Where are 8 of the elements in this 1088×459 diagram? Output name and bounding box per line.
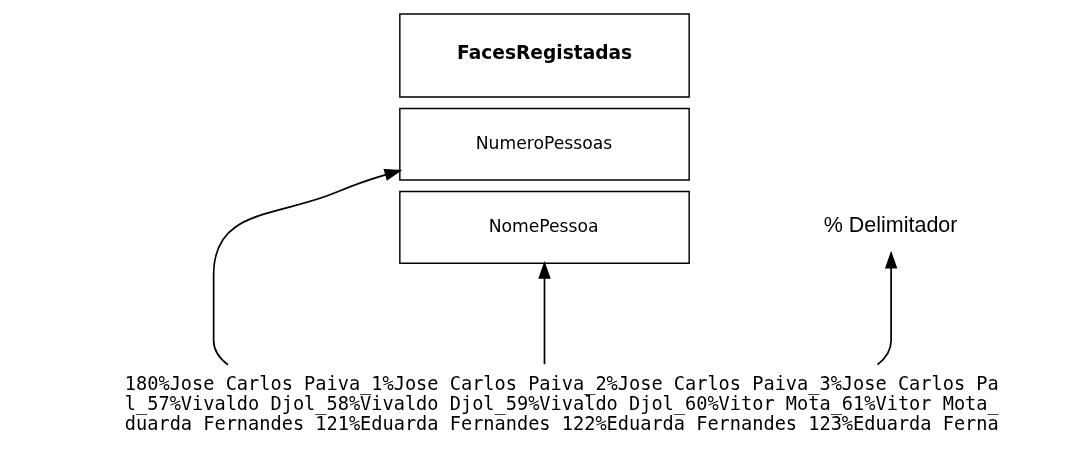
- node-text: 180%Jose Carlos Paiva_1%Jose Carlos Paiva_2%Jose Carlos Paiva_3%Jose Carlos Pa l_57%Vivaldo Djol_58%Vivaldo Djol_59%Vivaldo Djol_60%Vitor Mota_61%Vitor Mota_ duarda Fernandes 121%Eduarda Fernandes 122%Eduarda Fernandes 123%Eduarda Ferna: [124, 372, 999, 434]
- arrow: [876, 250, 897, 366]
- node-text: % Delimitador: [823, 213, 957, 238]
- node-box: NumeroPessoas: [398, 107, 690, 181]
- arrow: [537, 260, 551, 366]
- node-box: NomePessoa: [398, 190, 690, 264]
- arrow: [212, 168, 402, 366]
- node-box: FacesRegistadas: [398, 13, 690, 98]
